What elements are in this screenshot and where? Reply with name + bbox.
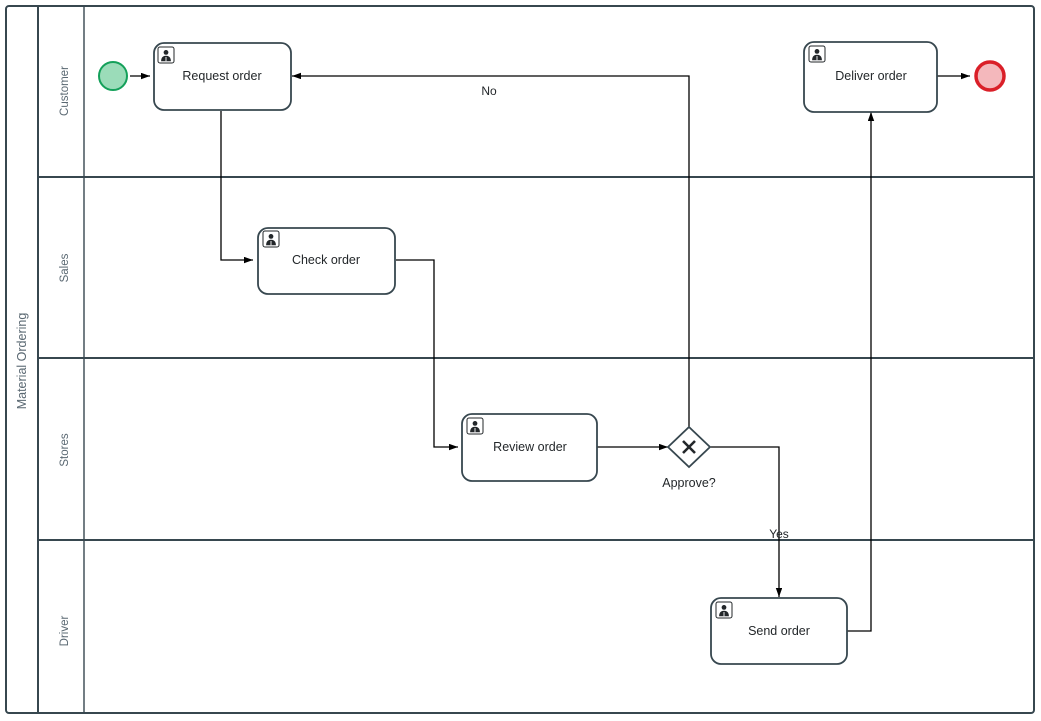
task-review-order-box (461, 413, 598, 482)
lane-label-driver: Driver (59, 616, 71, 647)
task-request-order-box (153, 42, 292, 111)
pool-material-ordering[interactable]: Material Ordering Customer Sales Stores … (5, 5, 1035, 714)
flow-check-order-to-review-order[interactable] (396, 259, 458, 451)
lane-label-sales: Sales (59, 253, 71, 282)
gateway-approve[interactable]: Approve? (662, 425, 716, 490)
task-send-order[interactable]: Send order (710, 597, 848, 665)
end-event-circle (974, 60, 1006, 92)
task-request-order[interactable]: Request order (153, 42, 292, 111)
start-event-circle (98, 61, 128, 91)
sequence-flows (130, 72, 970, 632)
task-send-order-label: Send order (748, 624, 810, 638)
start-event[interactable] (98, 61, 128, 91)
flow-send-order-to-deliver-order[interactable] (847, 112, 875, 632)
pool-label: Material Ordering (15, 313, 29, 410)
user-task-icon (157, 46, 175, 64)
user-task-icon (808, 45, 826, 63)
flow-request-order-to-check-order[interactable] (220, 111, 253, 264)
pool-border (5, 5, 1035, 714)
flow-label-no: No (481, 84, 497, 98)
task-check-order[interactable]: Check order (257, 227, 396, 295)
task-send-order-box (710, 597, 848, 665)
task-deliver-order-label: Deliver order (835, 69, 907, 83)
task-review-order-label: Review order (493, 440, 567, 454)
flow-gateway-yes-to-send-order[interactable] (710, 446, 783, 597)
task-check-order-box (257, 227, 396, 295)
user-task-icon (466, 417, 484, 435)
lane-label-customer: Customer (59, 66, 71, 116)
exclusive-gateway-x-icon (682, 440, 696, 454)
task-deliver-order[interactable]: Deliver order (803, 41, 938, 113)
flow-gateway-no-to-request-order[interactable] (292, 72, 690, 428)
gateway-approve-label: Approve? (662, 476, 716, 490)
user-task-icon (715, 601, 733, 619)
lane-label-stores: Stores (59, 433, 71, 466)
task-deliver-order-box (803, 41, 938, 113)
task-request-order-label: Request order (182, 69, 261, 83)
end-event[interactable] (974, 60, 1006, 92)
task-review-order[interactable]: Review order (461, 413, 598, 482)
task-check-order-label: Check order (292, 253, 360, 267)
flow-label-yes: Yes (769, 527, 789, 541)
user-task-icon (262, 230, 280, 248)
